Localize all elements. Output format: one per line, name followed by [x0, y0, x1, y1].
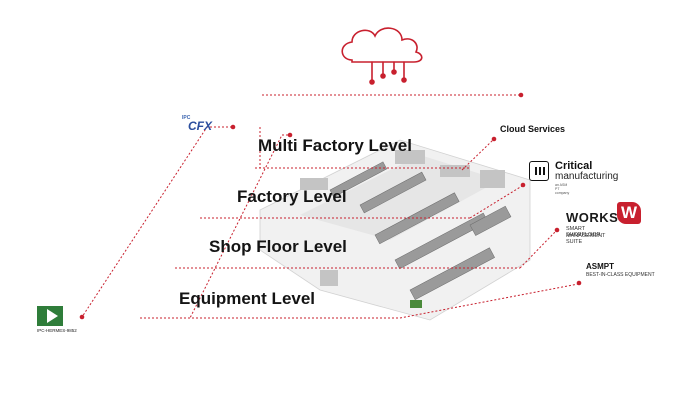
- cfx-wordmark: CFX: [188, 119, 212, 133]
- hermes-label: IPC-HERMES-9852: [37, 328, 77, 333]
- level-connectors-right: [399, 139, 579, 319]
- level-separators: [140, 167, 520, 319]
- equipment-level-label: Equipment Level: [179, 289, 316, 308]
- level-connectors-left: [81, 126, 288, 319]
- critical-tagline: an ASM PT company: [555, 183, 570, 195]
- level-connectors-left-dots: [79, 124, 293, 320]
- cfx-ipc-text: IPC: [182, 115, 191, 121]
- asmpt-subtitle: BEST-IN-CLASS EQUIPMENT: [586, 272, 655, 278]
- works-wordmark: WORKS: [566, 210, 619, 225]
- works-tagline-2: MANAGEMENT SUITE: [566, 233, 606, 245]
- critical-subtitle: manufacturing: [555, 171, 619, 182]
- works-tagline-1: SMART SHOPFLOOR: [566, 226, 601, 238]
- level-connectors-right-dots: [491, 136, 582, 286]
- multi-factory-level-label: Multi Factory Level: [258, 136, 412, 155]
- cloud-services-label: Cloud Services: [500, 124, 566, 134]
- factory-level-label: Factory Level: [237, 187, 347, 206]
- asmpt-title: ASMPT: [586, 262, 614, 271]
- critical-manufacturing-mark-icon: [529, 161, 549, 181]
- cloud-network-icon: [341, 27, 423, 85]
- shop-floor-level-label: Shop Floor Level: [209, 237, 347, 256]
- critical-title: Critical: [555, 160, 593, 172]
- factory-floor-illustration: [259, 139, 531, 321]
- works-w-icon: W: [617, 202, 641, 224]
- cloud-connector: [262, 92, 524, 98]
- hermes-arrow-icon: [37, 306, 63, 326]
